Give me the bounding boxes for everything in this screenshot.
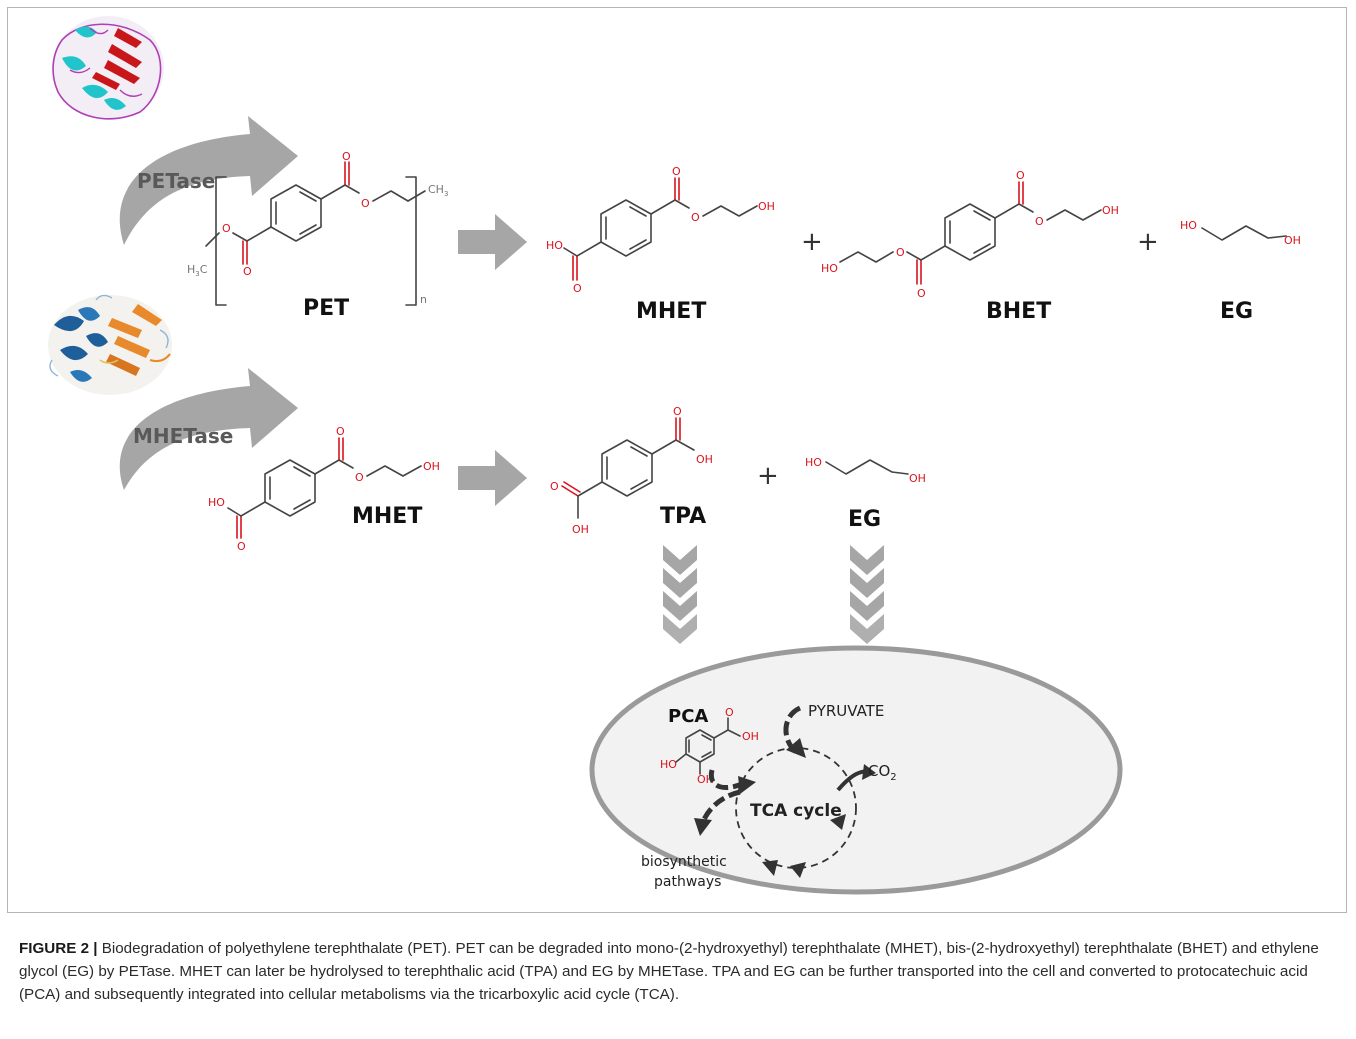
eg-top-label: EG	[1220, 299, 1253, 324]
bhet-o1: O	[1016, 169, 1025, 182]
pca-label: PCA	[668, 706, 708, 727]
mhet-to-tpa-arrow	[458, 450, 527, 506]
pca-structure	[675, 717, 741, 775]
pyruvate-label: PYRUVATE	[808, 702, 884, 720]
petase-reaction-arrow	[119, 116, 298, 245]
mhet-top-o1: O	[672, 165, 681, 178]
tpa-label: TPA	[660, 504, 706, 529]
pca-ho: HO	[660, 758, 677, 771]
bhet-structure	[839, 181, 1102, 285]
petase-label: PETase	[137, 169, 215, 193]
plus-sign-2: +	[1137, 227, 1159, 257]
mhet-top-structure	[563, 177, 758, 281]
figure-caption: FIGURE 2 | Biodegradation of polyethylen…	[19, 937, 1341, 1006]
pet-carbonyl-oxygen-left: O	[243, 265, 252, 278]
pca-oh1: OH	[742, 730, 759, 743]
pet-ch3: CH3	[428, 183, 448, 198]
pathway-diagram: PETase O O O O CH3 H3C n PET	[48, 16, 1301, 895]
figure-label: FIGURE 2 |	[19, 940, 98, 957]
biosynthetic-label-line2: pathways	[654, 874, 721, 890]
pet-to-products-arrow	[458, 214, 527, 270]
mhetase-structure-image	[48, 294, 172, 395]
cell-compartment	[589, 645, 1123, 895]
tpa-structure	[561, 417, 695, 519]
tca-cycle-label: TCA cycle	[750, 801, 842, 821]
bhet-oh: OH	[1102, 204, 1119, 217]
petase-structure-image	[52, 16, 164, 120]
eg-bottom-ho: HO	[805, 456, 822, 469]
plus-sign-1: +	[801, 227, 823, 257]
bhet-o2: O	[1035, 215, 1044, 228]
eg-bottom-label: EG	[848, 507, 881, 532]
pca-input-arrow	[708, 769, 756, 794]
pca-o: O	[725, 706, 734, 719]
mhet-bottom-structure	[227, 437, 422, 539]
co2-output-arrow	[836, 764, 876, 792]
tpa-o1: O	[673, 405, 682, 418]
eg-top-oh: OH	[1284, 234, 1301, 247]
bhet-o3: O	[896, 246, 905, 259]
pet-ester-oxygen-left: O	[222, 222, 231, 235]
eg-bottom-structure	[825, 459, 909, 475]
biosynthetic-label-line1: biosynthetic	[641, 854, 727, 870]
eg-transport-chevrons	[850, 545, 884, 644]
mhet-bottom-oh: OH	[423, 460, 440, 473]
mhet-bottom-ho: HO	[208, 496, 225, 509]
mhet-top-ho: HO	[546, 239, 563, 252]
mhetase-reaction-arrow	[119, 368, 298, 490]
pet-repeat-n: n	[420, 293, 427, 306]
bhet-ho: HO	[821, 262, 838, 275]
mhet-top-o3: O	[573, 282, 582, 295]
bhet-label: BHET	[986, 299, 1051, 324]
tpa-transport-chevrons	[663, 545, 697, 644]
pet-structure	[205, 161, 426, 306]
mhet-top-oh: OH	[758, 200, 775, 213]
pet-h3c: H3C	[187, 263, 208, 278]
mhet-bottom-o1: O	[336, 425, 345, 438]
eg-top-structure	[1201, 225, 1287, 241]
bhet-o4: O	[917, 287, 926, 300]
mhet-top-o2: O	[691, 211, 700, 224]
plus-sign-3: +	[757, 461, 779, 491]
pet-label: PET	[303, 296, 349, 321]
eg-bottom-oh: OH	[909, 472, 926, 485]
pyruvate-input-arrow	[783, 705, 806, 758]
tpa-o2: O	[550, 480, 559, 493]
mhetase-label: MHETase	[133, 424, 233, 448]
figure-frame	[7, 7, 1347, 913]
caption-text: Biodegradation of polyethylene terephtha…	[19, 940, 1319, 1003]
tpa-oh1: OH	[696, 453, 713, 466]
eg-top-ho: HO	[1180, 219, 1197, 232]
pet-carbonyl-oxygen: O	[342, 150, 351, 163]
mhet-bottom-o3: O	[237, 540, 246, 553]
mhet-bottom-label: MHET	[352, 504, 422, 529]
mhet-bottom-o2: O	[355, 471, 364, 484]
biosynthetic-output-arrow	[694, 789, 741, 836]
co2-label: CO2	[868, 762, 897, 783]
pet-ester-oxygen: O	[361, 197, 370, 210]
mhet-top-label: MHET	[636, 299, 706, 324]
tpa-oh2: OH	[572, 523, 589, 536]
